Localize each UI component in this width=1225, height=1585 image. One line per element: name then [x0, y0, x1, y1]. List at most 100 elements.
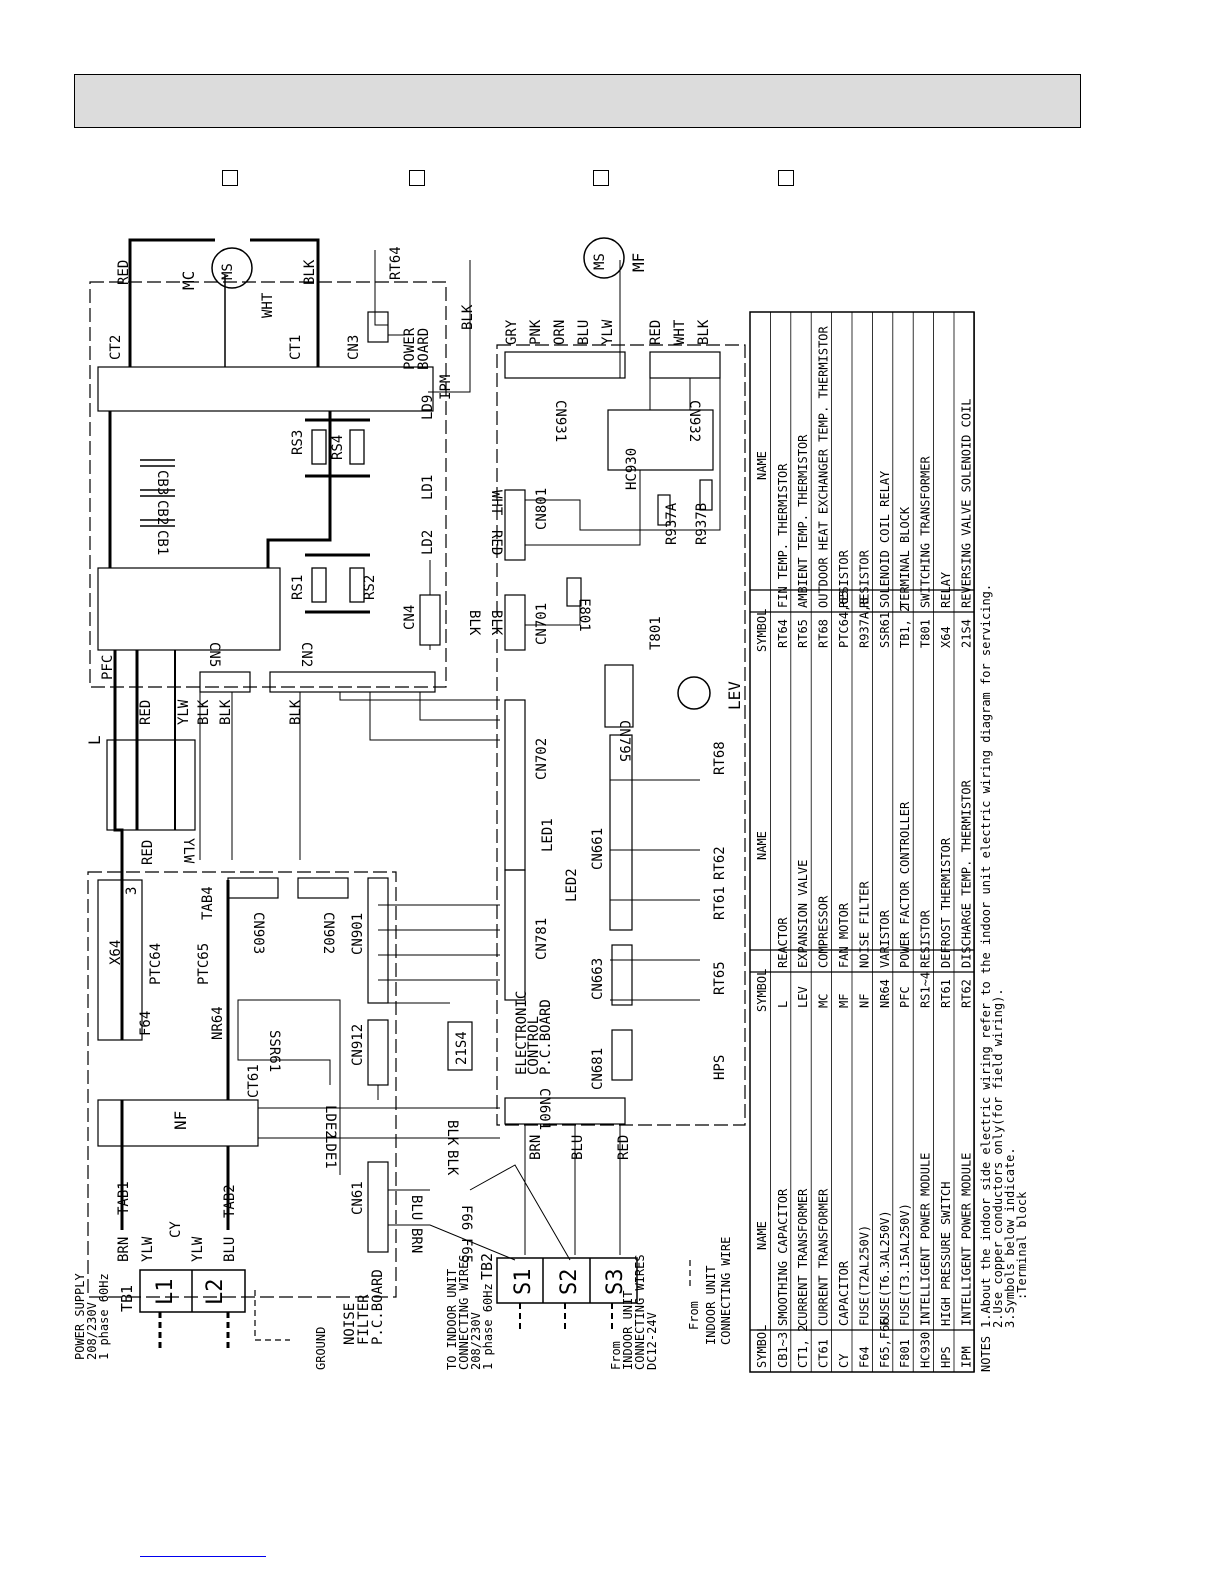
label-power-voltage: 208/230V: [85, 1302, 99, 1360]
label-ptc65: PTC65: [196, 943, 212, 985]
legend-name: EXPANSION VALVE: [796, 860, 810, 968]
label-noise-filter3: P.C.BOARD: [370, 1269, 386, 1345]
label-from-indoor3: CONNECTING WIRES: [633, 1254, 647, 1370]
label-rt61: RT61: [712, 886, 728, 920]
label-cn801: CN801: [534, 488, 550, 530]
label-ld9: LD9: [420, 395, 436, 420]
legend-symbol: CT61: [817, 1339, 831, 1368]
label-ms-mf: MS: [592, 253, 608, 270]
resistor-rs1: [311, 567, 327, 603]
label-rs1: RS1: [290, 575, 306, 600]
label-t801: T801: [648, 616, 664, 650]
label-ipm: IPM: [438, 375, 454, 400]
legend-symbol: TB1, 2: [898, 605, 912, 648]
legend-name: SWITCHING TRANSFORMER: [919, 456, 933, 608]
label-power-phase: 1 phase 60Hz: [97, 1273, 111, 1360]
label-rt68: RT68: [712, 741, 728, 775]
legend-symbol: R937A,B: [857, 597, 871, 648]
label-f66: F66: [458, 1205, 474, 1230]
capacitor-cb2: [140, 489, 175, 497]
legend-symbol: T801: [919, 619, 933, 648]
label-to-indoor2: CONNECTING WIRES: [457, 1254, 471, 1370]
label-lev: LEV: [725, 681, 744, 710]
legend-symbol: IPM: [959, 1346, 973, 1368]
label-mc: MC: [179, 271, 198, 290]
label-to-indoor4: 1 phase 60Hz: [481, 1283, 495, 1370]
legend-name: INTELLIGENT POWER MODULE: [919, 1153, 933, 1326]
label-f801: F801: [576, 598, 592, 632]
label-ground: GROUND: [314, 1327, 328, 1370]
connector-cn701: [504, 594, 526, 651]
legend-text: SYMBOLNAMESYMBOLNAMESYMBOLNAMECB1~3SMOOT…: [755, 325, 973, 1368]
label-s3: S3: [603, 1269, 628, 1296]
legend-symbol: CB1~3: [776, 1332, 790, 1368]
model-checkbox-1: [222, 170, 238, 186]
label-tb1: TB1: [118, 1285, 136, 1312]
legend-symbol: PFC: [898, 986, 912, 1008]
label-from-indoor-g2: INDOOR UNIT: [704, 1266, 718, 1345]
label-ct1: CT1: [288, 335, 304, 360]
capacitor-cb1: [140, 519, 175, 527]
legend-symbol: MC: [817, 994, 831, 1008]
label-mf: MF: [629, 253, 648, 272]
label-cn681: CN681: [590, 1048, 606, 1090]
pfc-box: [97, 567, 281, 651]
label-cn912: CN912: [350, 1024, 366, 1066]
legend-name: INTELLIGENT POWER MODULE: [959, 1153, 973, 1326]
legend-name: RELAY: [939, 571, 953, 608]
label-blk-lde2: BLK: [444, 1150, 460, 1176]
label-rt65: RT65: [712, 961, 728, 995]
connector-cn901: [367, 877, 389, 1004]
label-blu-f: BLU: [408, 1195, 424, 1220]
label-cn2: CN2: [298, 642, 314, 667]
label-blk-cn5a: BLK: [196, 699, 212, 725]
ipm-box: [97, 366, 434, 412]
legend-name: RESISTOR: [837, 549, 851, 608]
label-nf: NF: [171, 1111, 190, 1130]
label-rs3: RS3: [290, 430, 306, 455]
legend-symbol: 21S4: [959, 619, 973, 648]
label-red-cn601: RED: [616, 1135, 632, 1160]
connector-cn902: [297, 877, 349, 899]
label-brn-f: BRN: [408, 1228, 424, 1253]
label-ms-mc: MS: [220, 263, 236, 280]
compressor-line-u: [250, 238, 320, 367]
label-r937a: R937A: [664, 502, 680, 545]
label-ptc64: PTC64: [148, 943, 164, 985]
legend-symbol: SSR61: [878, 612, 892, 648]
legend-symbol: MF: [837, 994, 851, 1008]
label-blk-mf: BLK: [696, 319, 712, 345]
notes-4: :Terminal block: [1015, 1191, 1029, 1300]
label-lde1: LDE1: [322, 1135, 338, 1169]
label-r937b: R937B: [694, 503, 710, 545]
label-ec1: ELECTRONIC: [514, 991, 530, 1075]
label-led2: LED2: [564, 868, 580, 902]
label-pfc: PFC: [100, 655, 116, 680]
legend-header-symbol: SYMBOL: [755, 969, 769, 1012]
label-ylw-mf: YLW: [600, 319, 616, 345]
resistor-r937a: [657, 494, 671, 526]
label-blu-mf: BLU: [576, 320, 592, 345]
footer-link[interactable]: [140, 1556, 266, 1557]
label-cn795: CN795: [616, 720, 632, 762]
connector-cn781: [504, 869, 526, 1001]
legend-name: CURRENT TRANSFORMER: [796, 1188, 810, 1326]
label-ylw-nf: YLW: [180, 838, 196, 864]
label-cb2: CB2: [154, 500, 170, 525]
label-l2: L2: [203, 1279, 228, 1306]
label-red-l: RED: [138, 700, 154, 725]
label-tab3: 3: [124, 887, 140, 895]
label-orn: ORN: [552, 320, 568, 345]
legend-symbol: RT61: [939, 979, 953, 1008]
fuse-f801: [566, 577, 582, 607]
capacitor-cb3: [140, 459, 175, 467]
hc930-box: [607, 409, 714, 471]
connector-cn702: [504, 699, 526, 871]
connector-cn4: [419, 594, 441, 646]
legend-name: FUSE(T6.3AL250V): [878, 1210, 892, 1326]
label-blk-ld9: BLK: [460, 304, 476, 330]
model-checkbox-3: [593, 170, 609, 186]
connector-cn3: [367, 311, 389, 343]
legend-name: REACTOR: [776, 917, 790, 968]
connector-cn903: [227, 877, 279, 899]
